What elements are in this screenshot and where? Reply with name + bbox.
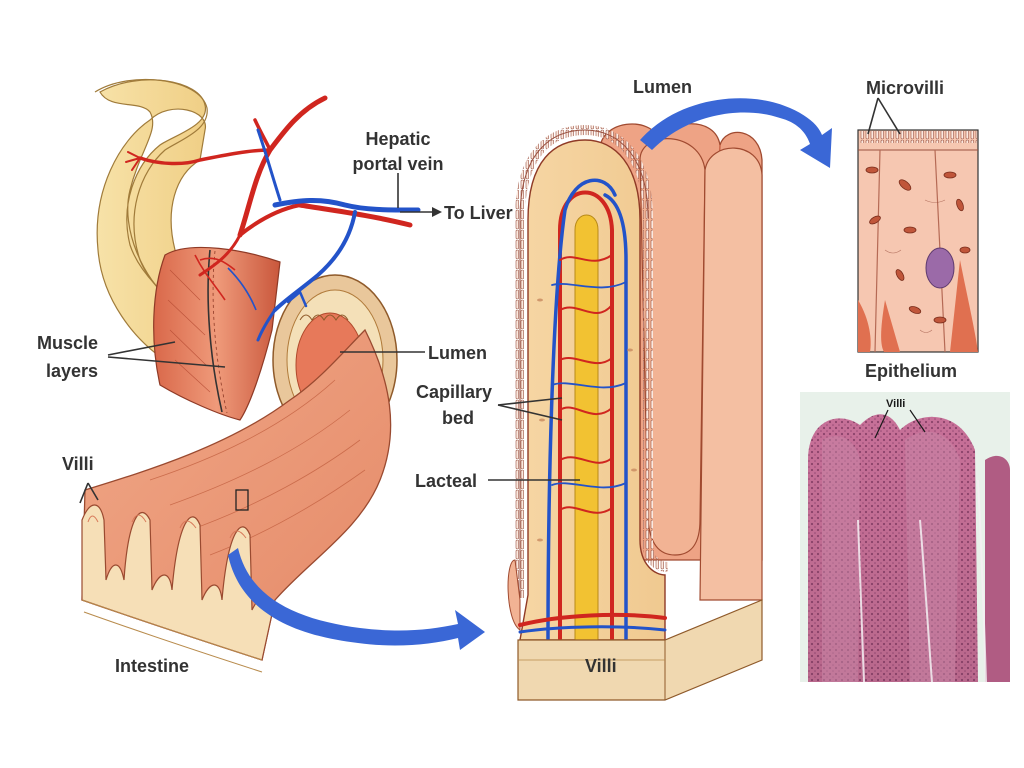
- label-lumen-villus: Lumen: [633, 77, 692, 97]
- hepatic-portal-vessels: [125, 95, 421, 342]
- leader-lines: [79, 97, 926, 504]
- label-intestine: Intestine: [115, 656, 189, 676]
- label-muscle-layers-2: layers: [46, 361, 98, 381]
- cell-nucleus: [925, 247, 955, 289]
- capillary-network: [518, 178, 667, 642]
- label-villi-intestine: Villi: [62, 454, 94, 474]
- label-capillary-bed-1: Capillary: [416, 382, 492, 402]
- arrow-to-epithelium: [640, 98, 832, 168]
- intestine-illustration: [81, 78, 421, 673]
- flow-arrows: [228, 98, 832, 650]
- label-to-liver: To Liver: [444, 203, 513, 223]
- label-epithelium: Epithelium: [865, 361, 957, 381]
- label-villi-center: Villi: [585, 656, 617, 676]
- label-lumen-intestine: Lumen: [428, 343, 487, 363]
- label-hepatic-portal-vein-1: Hepatic: [365, 129, 430, 149]
- label-villi-micrograph: Villi: [886, 398, 905, 410]
- label-capillary-bed-2: bed: [442, 408, 474, 428]
- label-hepatic-portal-vein-2: portal vein: [352, 154, 443, 174]
- lacteal-vessel: [574, 214, 599, 641]
- mitochondria: [865, 166, 971, 324]
- label-muscle-layers-1: Muscle: [37, 333, 98, 353]
- villus-highlight-box: [235, 489, 249, 511]
- label-lacteal: Lacteal: [415, 471, 477, 491]
- muscle-band-vessels: [194, 254, 257, 311]
- villi-micrograph: [800, 392, 1010, 683]
- labels: Hepatic portal vein To Liver Muscle laye…: [37, 77, 957, 676]
- muscle-layers-band: [153, 246, 281, 421]
- epithelium-illustration: [857, 129, 979, 353]
- arrow-to-villus: [228, 548, 485, 650]
- label-microvilli: Microvilli: [866, 78, 944, 98]
- villus-illustration: [507, 123, 763, 701]
